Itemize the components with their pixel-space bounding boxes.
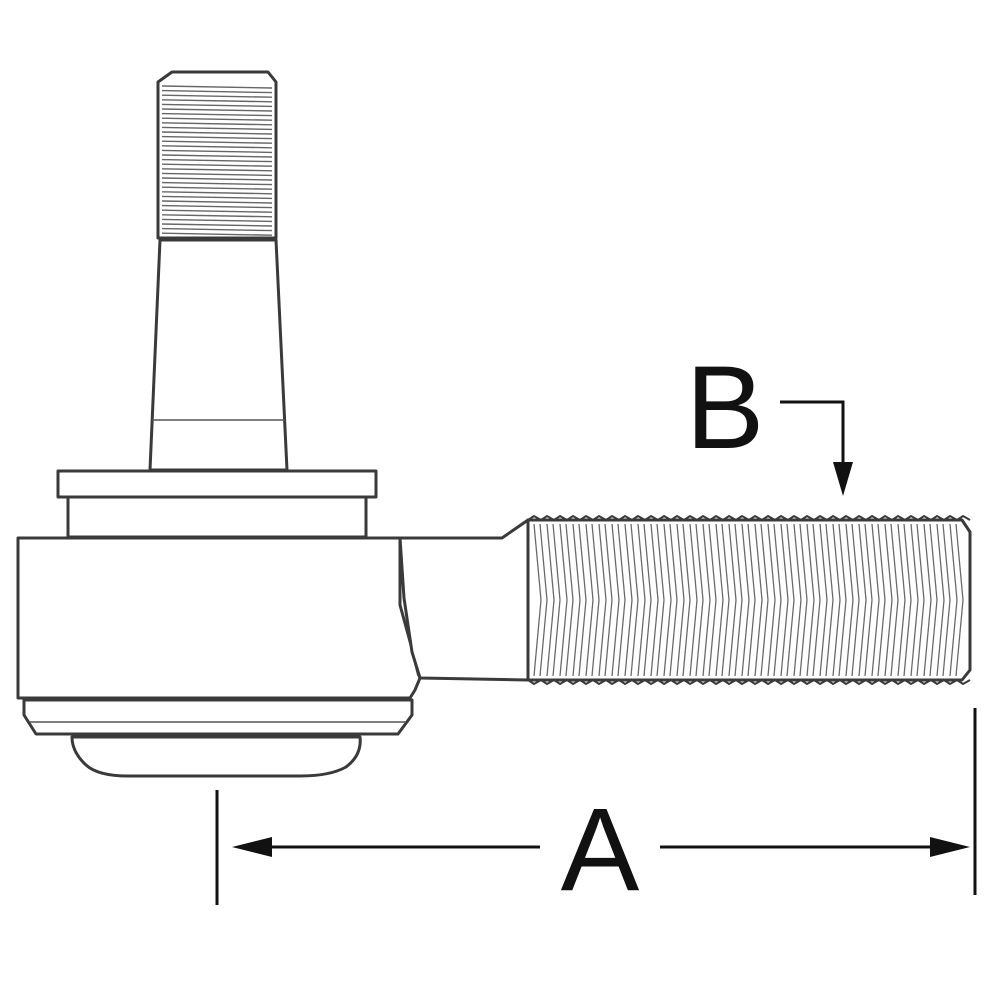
shaft-threads <box>527 514 971 686</box>
dimension-b-arrow <box>833 462 853 496</box>
dimension-a: A <box>215 708 977 916</box>
dimension-b: B <box>686 342 853 496</box>
dimension-b-label: B <box>686 342 765 474</box>
dimension-b-leader <box>780 400 845 470</box>
bottom-cap <box>22 698 414 778</box>
dimension-a-right-arrow <box>930 837 970 857</box>
housing-body <box>16 536 422 700</box>
top-threaded-stud <box>156 70 278 240</box>
stud-threads <box>161 85 273 236</box>
dimension-a-left-arrow <box>232 837 272 857</box>
horizontal-threaded-shaft <box>526 514 972 686</box>
flange-washer <box>56 469 378 539</box>
tapered-shank <box>148 238 289 472</box>
dimension-a-label: A <box>561 784 640 916</box>
shaft-neck <box>398 518 530 682</box>
